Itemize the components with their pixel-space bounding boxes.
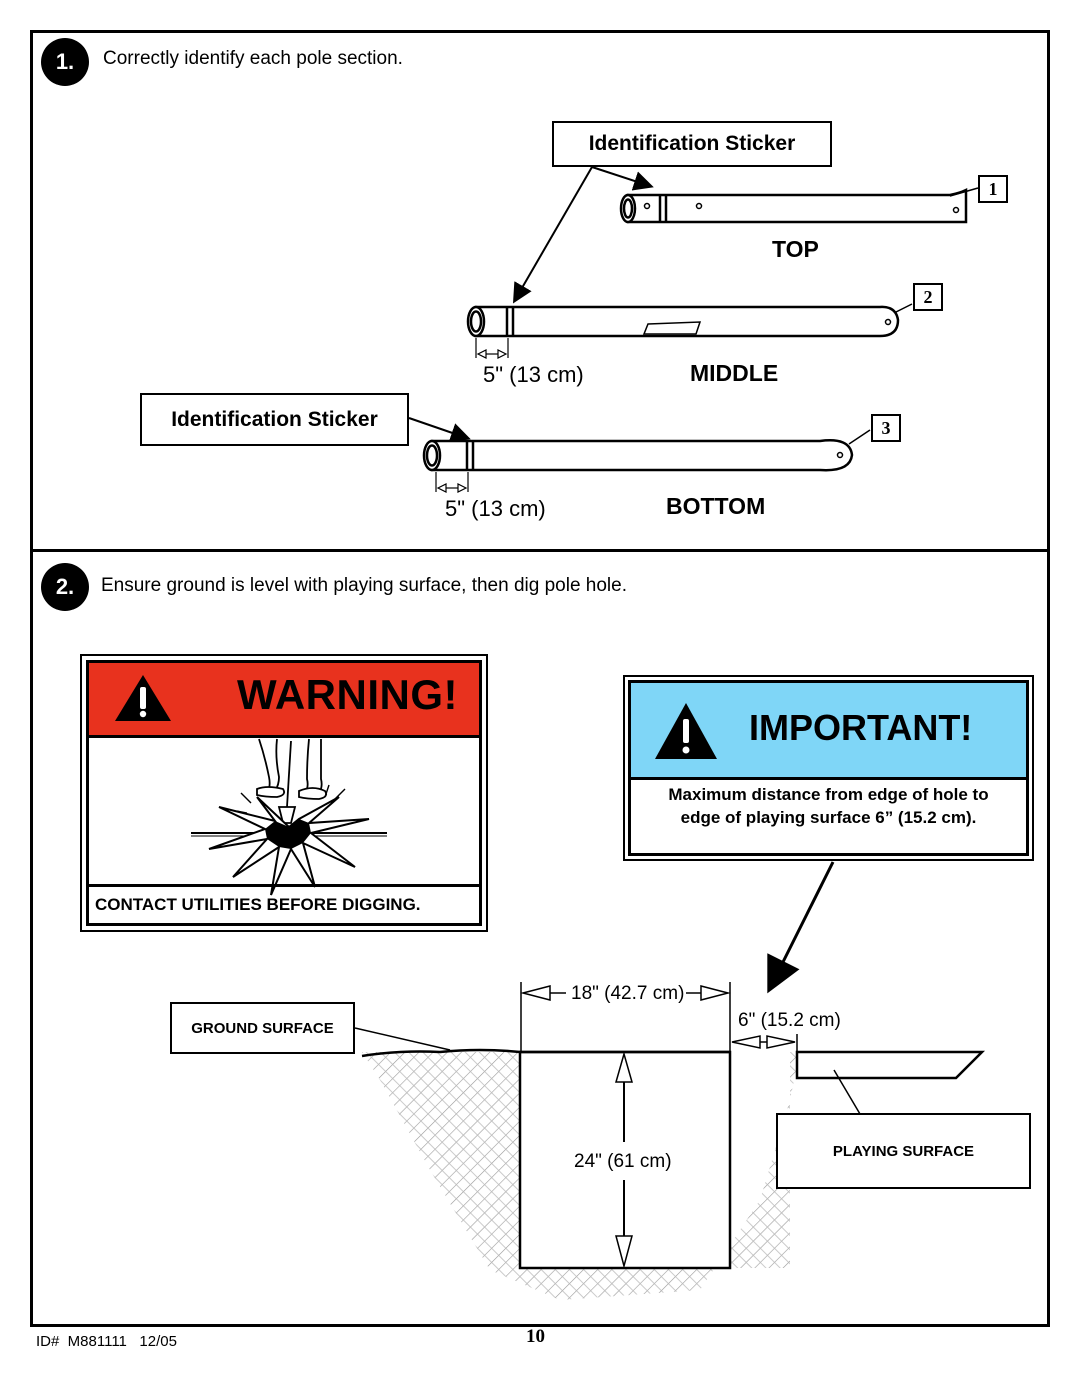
offset-label: 6" (15.2 cm) (738, 1010, 841, 1031)
bottom-pole-dimension: 5" (13 cm) (445, 496, 546, 521)
playing-surface-label: PLAYING SURFACE (832, 1142, 975, 1160)
pole-name-middle: MIDDLE (690, 360, 779, 386)
step2-instruction: Ensure ground is level with playing surf… (101, 575, 627, 596)
pole-number-2: 2 (913, 283, 943, 311)
page-number: 10 (526, 1326, 545, 1347)
sticker-callout-top: Identification Sticker (552, 121, 832, 167)
ground-surface-line (361, 1048, 730, 1058)
pole-number-3: 3 (871, 414, 901, 442)
pole-number-1: 1 (978, 175, 1008, 203)
important-message: Maximum distance from edge of hole to ed… (631, 783, 1026, 829)
warning-sign: WARNING! (80, 654, 488, 932)
important-title: IMPORTANT! (749, 707, 973, 748)
sticker-arrows (408, 166, 654, 443)
important-header: IMPORTANT! (631, 683, 1026, 780)
warning-title: WARNING! (237, 671, 458, 718)
top-pole-section (619, 187, 979, 224)
important-message-line2: edge of playing surface 6” (15.2 cm). (680, 808, 977, 827)
warning-footer: CONTACT UTILITIES BEFORE DIGGING. (89, 884, 479, 923)
hole-depth-dimension (615, 1051, 633, 1269)
pole-sections-diagram (408, 166, 979, 493)
playing-surface-callout: PLAYING SURFACE (776, 1113, 1031, 1189)
hole-width-dimension (520, 982, 731, 1052)
middle-pole-dimension: 5" (13 cm) (483, 362, 584, 387)
ground-surface-callout: GROUND SURFACE (170, 1002, 355, 1054)
playing-surface-leader (833, 1069, 861, 1115)
warning-sign-inner: WARNING! (86, 660, 482, 926)
offset-dimension (731, 1034, 798, 1052)
warning-triangle-icon (655, 703, 717, 759)
pole-name-bottom: BOTTOM (666, 493, 766, 519)
hole-width-label: 18" (42.7 cm) (571, 983, 685, 1004)
digging-hazard-icon (191, 738, 387, 896)
sticker-callout-top-label: Identification Sticker (588, 132, 796, 155)
important-sign-inner: IMPORTANT! Maximum distance from edge of… (628, 680, 1029, 856)
bottom-pole-section (422, 429, 871, 493)
step1-badge: 1. (41, 38, 89, 86)
playing-surface-slab (795, 1050, 986, 1080)
sticker-callout-bottom: Identification Sticker (140, 393, 409, 446)
pole-name-top: TOP (772, 236, 819, 262)
soil-hatching (362, 1052, 800, 1300)
step1-instruction: Correctly identify each pole section. (103, 48, 403, 69)
document-id: ID# M881111 12/05 (36, 1333, 177, 1350)
warning-header: WARNING! (89, 663, 479, 738)
step2-badge: 2. (41, 563, 89, 611)
step2-panel (30, 549, 1050, 1327)
important-message-line1: Maximum distance from edge of hole to (668, 785, 989, 804)
important-sign: IMPORTANT! Maximum distance from edge of… (623, 675, 1034, 861)
ground-surface-leader (354, 1027, 451, 1051)
middle-pole-section (466, 303, 913, 359)
ground-surface-label: GROUND SURFACE (191, 1019, 334, 1037)
important-pointer-arrow (767, 861, 835, 994)
hole-depth-label: 24" (61 cm) (572, 1151, 674, 1173)
warning-triangle-icon (115, 675, 171, 721)
sticker-callout-bottom-label: Identification Sticker (171, 407, 378, 431)
